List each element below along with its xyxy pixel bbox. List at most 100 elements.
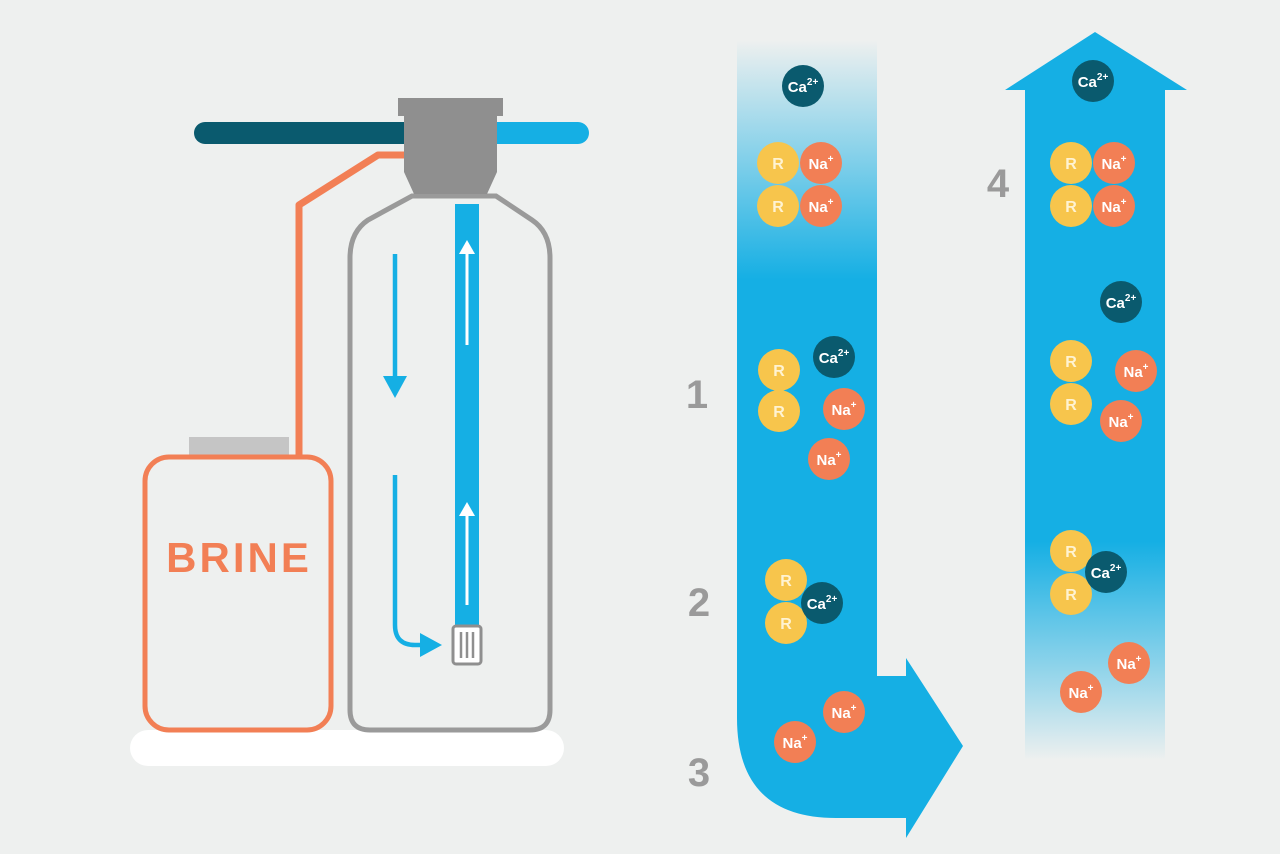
sodium-ion: Na+: [808, 438, 850, 480]
sodium-ion-label: Na+: [831, 400, 856, 419]
calcium-ion-label: Ca2+: [1091, 563, 1122, 582]
calcium-ion-circle: [1100, 281, 1142, 323]
sodium-ion-label: Na+: [816, 450, 841, 469]
brine-tank-label: BRINE: [166, 534, 312, 581]
brine-line: [295, 151, 406, 460]
control-valve: [404, 114, 497, 194]
resin-bead-label: R: [780, 616, 792, 633]
resin-bead: R: [1050, 530, 1092, 572]
sodium-ion-circle: [823, 691, 865, 733]
calcium-ion-charge: 2+: [1097, 72, 1109, 83]
calcium-ion-circle: [801, 582, 843, 624]
calcium-ion-circle: [782, 65, 824, 107]
resin-bead-label: R: [780, 573, 792, 590]
sodium-ion-circle: [1060, 671, 1102, 713]
calcium-ion-label: Ca2+: [1078, 72, 1109, 91]
sodium-ion-charge: +: [828, 197, 834, 208]
arrow-turn-right-icon: [392, 475, 442, 657]
step-label-3: 3: [688, 751, 710, 795]
calcium-ion-charge: 2+: [838, 348, 850, 359]
sodium-ion-circle: [808, 438, 850, 480]
resin-bead-circle: [758, 349, 800, 391]
sodium-ion-circle: [1093, 185, 1135, 227]
calcium-ion-charge: 2+: [807, 77, 819, 88]
arrow-up-icon: [459, 502, 475, 605]
sodium-ion-label: Na+: [808, 154, 833, 173]
sodium-ion-charge: +: [1088, 683, 1094, 694]
sodium-ion: Na+: [1115, 350, 1157, 392]
sodium-ion-charge: +: [828, 154, 834, 165]
resin-bead-circle: [1050, 142, 1092, 184]
sodium-ion: Na+: [823, 388, 865, 430]
resin-bead-circle: [765, 602, 807, 644]
calcium-ion: Ca2+: [801, 582, 843, 624]
sodium-ion-circle: [1100, 400, 1142, 442]
resin-bead-circle: [757, 185, 799, 227]
resin-bead-circle: [1050, 530, 1092, 572]
resin-bead-circle: [765, 559, 807, 601]
sodium-ion-label: Na+: [808, 197, 833, 216]
resin-bead: R: [757, 142, 799, 184]
sodium-ion-circle: [1108, 642, 1150, 684]
sodium-ion-charge: +: [836, 450, 842, 461]
sodium-ion-label: Na+: [1116, 654, 1141, 673]
sodium-ion: Na+: [774, 721, 816, 763]
sodium-ion-charge: +: [1136, 654, 1142, 665]
resin-bead-label: R: [772, 199, 784, 216]
resin-bead-label: R: [1065, 156, 1077, 173]
sodium-ion-label: Na+: [782, 733, 807, 752]
calcium-ion-charge: 2+: [826, 594, 838, 605]
resin-tank: [347, 193, 553, 733]
calcium-ion-charge: 2+: [1125, 293, 1137, 304]
resin-bead: R: [758, 349, 800, 391]
sodium-ion: Na+: [800, 142, 842, 184]
calcium-ion: Ca2+: [1085, 551, 1127, 593]
resin-bead-circle: [757, 142, 799, 184]
resin-bead: R: [1050, 185, 1092, 227]
calcium-ion: Ca2+: [782, 65, 824, 107]
sodium-ion: Na+: [1093, 142, 1135, 184]
calcium-ion-circle: [813, 336, 855, 378]
resin-bead: R: [765, 559, 807, 601]
sodium-ion-charge: +: [851, 400, 857, 411]
resin-bead-circle: [1050, 185, 1092, 227]
resin-bead-label: R: [1065, 544, 1077, 561]
step-label-1: 1: [686, 373, 708, 417]
step-label-2: 2: [688, 581, 710, 625]
resin-bead: R: [1050, 573, 1092, 615]
upflow-band: [1005, 32, 1187, 760]
base-platform: [130, 730, 564, 766]
softener-system: BRINE: [130, 98, 589, 766]
sodium-ion: Na+: [800, 185, 842, 227]
sodium-ion: Na+: [1093, 185, 1135, 227]
calcium-ion: Ca2+: [1072, 60, 1114, 102]
distributor-basket: [451, 624, 483, 666]
arrow-down-icon: [383, 254, 407, 398]
sodium-ion: Na+: [1108, 642, 1150, 684]
resin-bead-label: R: [772, 156, 784, 173]
resin-bead-circle: [1050, 573, 1092, 615]
calcium-ion-label: Ca2+: [819, 348, 850, 367]
calcium-ion-label: Ca2+: [807, 594, 838, 613]
sodium-ion-charge: +: [851, 703, 857, 714]
sodium-ion-label: Na+: [831, 703, 856, 722]
step-label-4: 4: [987, 162, 1010, 206]
sodium-ion-charge: +: [1121, 197, 1127, 208]
sodium-ion-label: Na+: [1101, 154, 1126, 173]
sodium-ion-charge: +: [1121, 154, 1127, 165]
sodium-ion: Na+: [1060, 671, 1102, 713]
resin-bead: R: [1050, 340, 1092, 382]
resin-bead-label: R: [1065, 397, 1077, 414]
arrow-up-icon: [459, 240, 475, 345]
sodium-ion-label: Na+: [1123, 362, 1148, 381]
resin-bead: R: [757, 185, 799, 227]
resin-bead: R: [1050, 142, 1092, 184]
resin-bead: R: [765, 602, 807, 644]
resin-bead-circle: [1050, 340, 1092, 382]
sodium-ion-circle: [1093, 142, 1135, 184]
resin-bead-label: R: [1065, 587, 1077, 604]
sodium-ion-label: Na+: [1101, 197, 1126, 216]
